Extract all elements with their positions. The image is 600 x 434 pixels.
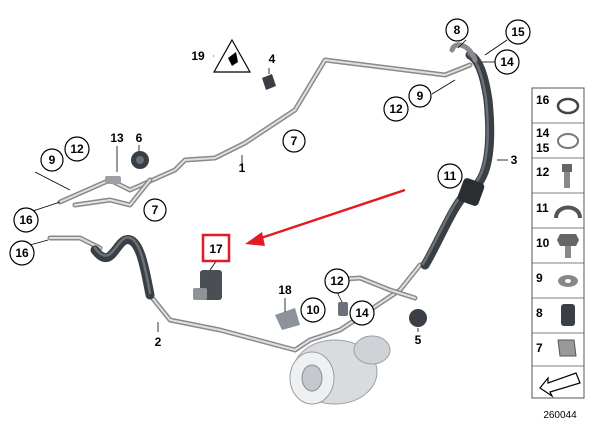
svg-text:14: 14 — [536, 126, 550, 140]
seal-ring-icon — [557, 133, 579, 149]
callout-17[interactable]: 17 — [209, 242, 223, 256]
svg-text:9: 9 — [536, 271, 543, 285]
compressor — [289, 335, 391, 405]
callout-7[interactable]: 7 — [282, 129, 306, 153]
pressure-sensor — [193, 270, 222, 300]
small-parts — [105, 74, 427, 330]
hex-bolt-icon — [557, 234, 579, 246]
clamp-icon — [554, 205, 582, 219]
svg-text:11: 11 — [444, 169, 457, 183]
svg-text:12: 12 — [70, 142, 84, 156]
callout-1[interactable]: 1 — [239, 161, 246, 175]
callout-9[interactable]: 9 — [408, 84, 432, 108]
legend-nav-arrow[interactable] — [539, 372, 581, 398]
parts-legend: 16 14 15 12 11 10 9 — [531, 87, 585, 399]
refrigerant-line-1 — [57, 57, 473, 208]
callout-12[interactable]: 12 — [64, 136, 90, 162]
svg-text:5: 5 — [415, 333, 422, 347]
callout-14[interactable]: 14 — [494, 49, 520, 75]
svg-text:16: 16 — [15, 246, 29, 260]
svg-text:14: 14 — [355, 306, 369, 320]
legend-item-16[interactable]: 16 — [532, 93, 584, 124]
callout-18[interactable]: 18 — [278, 283, 292, 297]
svg-text:8: 8 — [454, 23, 461, 37]
svg-text:1: 1 — [239, 161, 246, 175]
legend-item-11[interactable]: 11 — [532, 201, 584, 229]
callout-3[interactable]: 3 — [511, 153, 518, 167]
callout-9[interactable]: 9 — [40, 148, 64, 172]
hose-3 — [420, 42, 495, 270]
svg-text:7: 7 — [291, 134, 298, 148]
callout-19[interactable]: 19 — [191, 49, 205, 63]
hose-sleeve — [457, 178, 485, 206]
callout-14[interactable]: 14 — [349, 300, 375, 326]
warning-triangle-icon — [212, 38, 252, 73]
legend-item-7[interactable]: 7 — [532, 339, 584, 367]
svg-text:9: 9 — [417, 89, 424, 103]
svg-text:10: 10 — [536, 236, 550, 250]
o-ring-icon — [556, 97, 580, 115]
svg-text:16: 16 — [536, 93, 550, 107]
svg-text:18: 18 — [278, 283, 292, 297]
svg-text:7: 7 — [536, 341, 543, 355]
svg-text:17: 17 — [209, 242, 223, 256]
svg-text:6: 6 — [136, 131, 143, 145]
diagram-id: 260044 — [543, 410, 577, 421]
svg-text:12: 12 — [330, 274, 344, 288]
svg-text:4: 4 — [269, 52, 276, 66]
svg-text:9: 9 — [49, 153, 56, 167]
callout-4[interactable]: 4 — [269, 52, 276, 66]
svg-text:12: 12 — [536, 165, 550, 179]
svg-text:2: 2 — [155, 335, 162, 349]
clip-icon — [557, 339, 577, 357]
callout-2[interactable]: 2 — [155, 335, 162, 349]
leader-lines — [29, 39, 508, 332]
svg-text:15: 15 — [536, 141, 550, 155]
legend-item-14-15[interactable]: 14 15 — [532, 126, 584, 159]
svg-text:12: 12 — [389, 102, 403, 116]
callout-15[interactable]: 15 — [505, 19, 531, 45]
svg-text:14: 14 — [500, 55, 514, 69]
screw-icon — [562, 164, 572, 172]
legend-item-12[interactable]: 12 — [532, 164, 584, 194]
highlight-arrow — [245, 188, 406, 246]
callout-11[interactable]: 11 — [437, 163, 463, 189]
highlight-box — [201, 233, 231, 263]
legend-item-10[interactable]: 10 — [532, 234, 584, 264]
svg-text:7: 7 — [152, 203, 159, 217]
callout-5[interactable]: 5 — [415, 333, 422, 347]
hose-left — [47, 235, 155, 300]
valve-cap-icon — [561, 304, 575, 326]
legend-item-8[interactable]: 8 — [532, 304, 584, 334]
callout-8[interactable]: 8 — [445, 18, 469, 42]
legend-item-9[interactable]: 9 — [532, 271, 584, 299]
svg-text:8: 8 — [536, 306, 543, 320]
callout-12[interactable]: 12 — [383, 96, 409, 122]
svg-text:10: 10 — [306, 303, 320, 317]
callout-13[interactable]: 13 — [110, 131, 124, 145]
svg-text:15: 15 — [511, 25, 525, 39]
svg-text:19: 19 — [191, 49, 205, 63]
svg-text:11: 11 — [536, 201, 549, 215]
callout-6[interactable]: 6 — [136, 131, 143, 145]
svg-text:16: 16 — [19, 213, 33, 227]
arrow-icon — [539, 372, 581, 398]
svg-text:13: 13 — [110, 131, 124, 145]
callout-16[interactable]: 16 — [9, 240, 35, 266]
callout-7[interactable]: 7 — [143, 198, 167, 222]
callout-12[interactable]: 12 — [324, 268, 350, 294]
callout-16[interactable]: 16 — [13, 207, 39, 233]
callout-10[interactable]: 10 — [300, 297, 326, 323]
svg-text:3: 3 — [511, 153, 518, 167]
